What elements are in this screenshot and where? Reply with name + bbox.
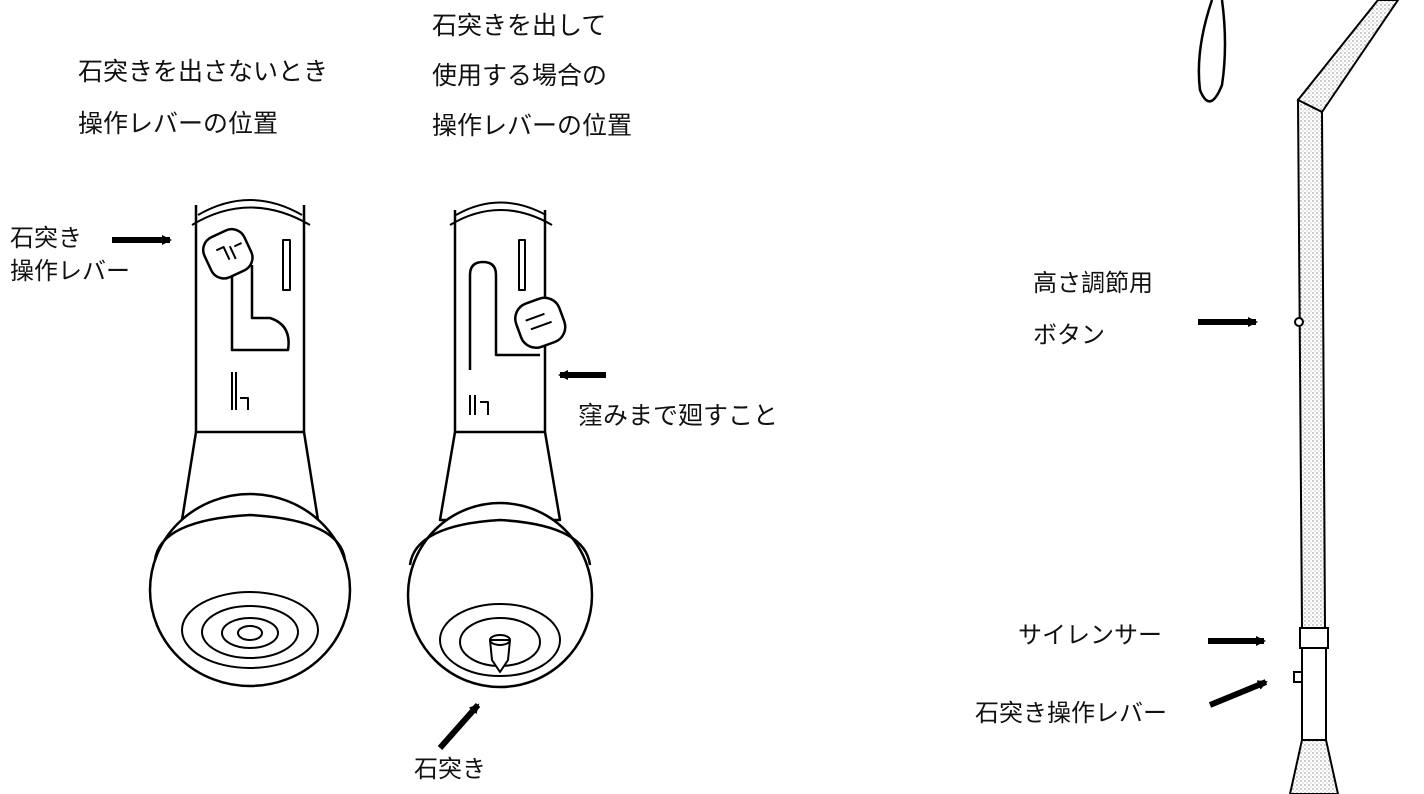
- middle-small-slot: [518, 239, 526, 291]
- notch-label: 窪みまで廻すこと: [578, 401, 779, 430]
- tip-label: 石突き: [414, 755, 486, 783]
- middle-caption-line1: 石突きを出して: [432, 11, 607, 40]
- middle-tip-spike: [489, 639, 511, 673]
- left-tread-ring-2: [201, 605, 299, 659]
- tip-lever-nub: [1293, 671, 1303, 683]
- cane-rubber-tip: [1288, 739, 1340, 794]
- middle-rubber-ferrule: [438, 430, 562, 522]
- left-small-slot: [282, 239, 291, 291]
- cane-handle: [1296, 0, 1400, 114]
- left-cane-tip-illustration: [148, 199, 352, 688]
- cane-shaft-upper: [1296, 98, 1327, 629]
- left-slot-mark: [231, 372, 249, 410]
- left-tread-center: [237, 625, 263, 641]
- middle-caption-line2: 使用する場合の: [432, 61, 608, 90]
- left-caption-line2: 操作レバーの位置: [78, 109, 279, 138]
- height-button-label-line2: ボタン: [1033, 321, 1105, 349]
- height-adjust-button: [1294, 317, 1304, 327]
- silencer-ring: [1299, 627, 1329, 649]
- middle-lever-slot: [468, 260, 540, 370]
- height-button-label-line1: 高さ調節用: [1033, 269, 1153, 297]
- left-shaft: [194, 205, 306, 432]
- left-caption-line1: 石突きを出さないとき: [78, 57, 329, 86]
- left-lever-slot: [230, 265, 290, 352]
- pointer-arrows: [112, 235, 1268, 750]
- arrow-tip: [437, 703, 481, 750]
- left-lever-knob: [201, 227, 254, 280]
- left-tread-ring-3: [221, 617, 279, 649]
- tip-lever-label: 石突き操作レバー: [975, 699, 1167, 727]
- middle-cane-tip-illustration: [406, 201, 594, 689]
- middle-tread-ring-1: [439, 603, 561, 677]
- left-collar: [191, 199, 311, 226]
- cane-shaft-lower: [1301, 647, 1327, 741]
- arrow-tip-lever: [1208, 679, 1268, 708]
- silencer-label: サイレンサー: [1018, 621, 1162, 649]
- middle-lever-knob: [514, 296, 567, 350]
- left-tread-ring-1: [181, 591, 319, 669]
- left-lever-label-line1: 石突き: [10, 224, 82, 252]
- wrist-strap: [1197, 0, 1227, 103]
- middle-ferrule-base: [406, 501, 594, 689]
- middle-collar: [449, 201, 553, 226]
- middle-caption-line3: 操作レバーの位置: [432, 111, 633, 140]
- left-lever-label-line2: 操作レバー: [10, 257, 130, 285]
- left-ferrule-base: [148, 492, 352, 688]
- middle-slot-mark: [469, 395, 489, 415]
- full-cane-illustration: [1197, 0, 1400, 794]
